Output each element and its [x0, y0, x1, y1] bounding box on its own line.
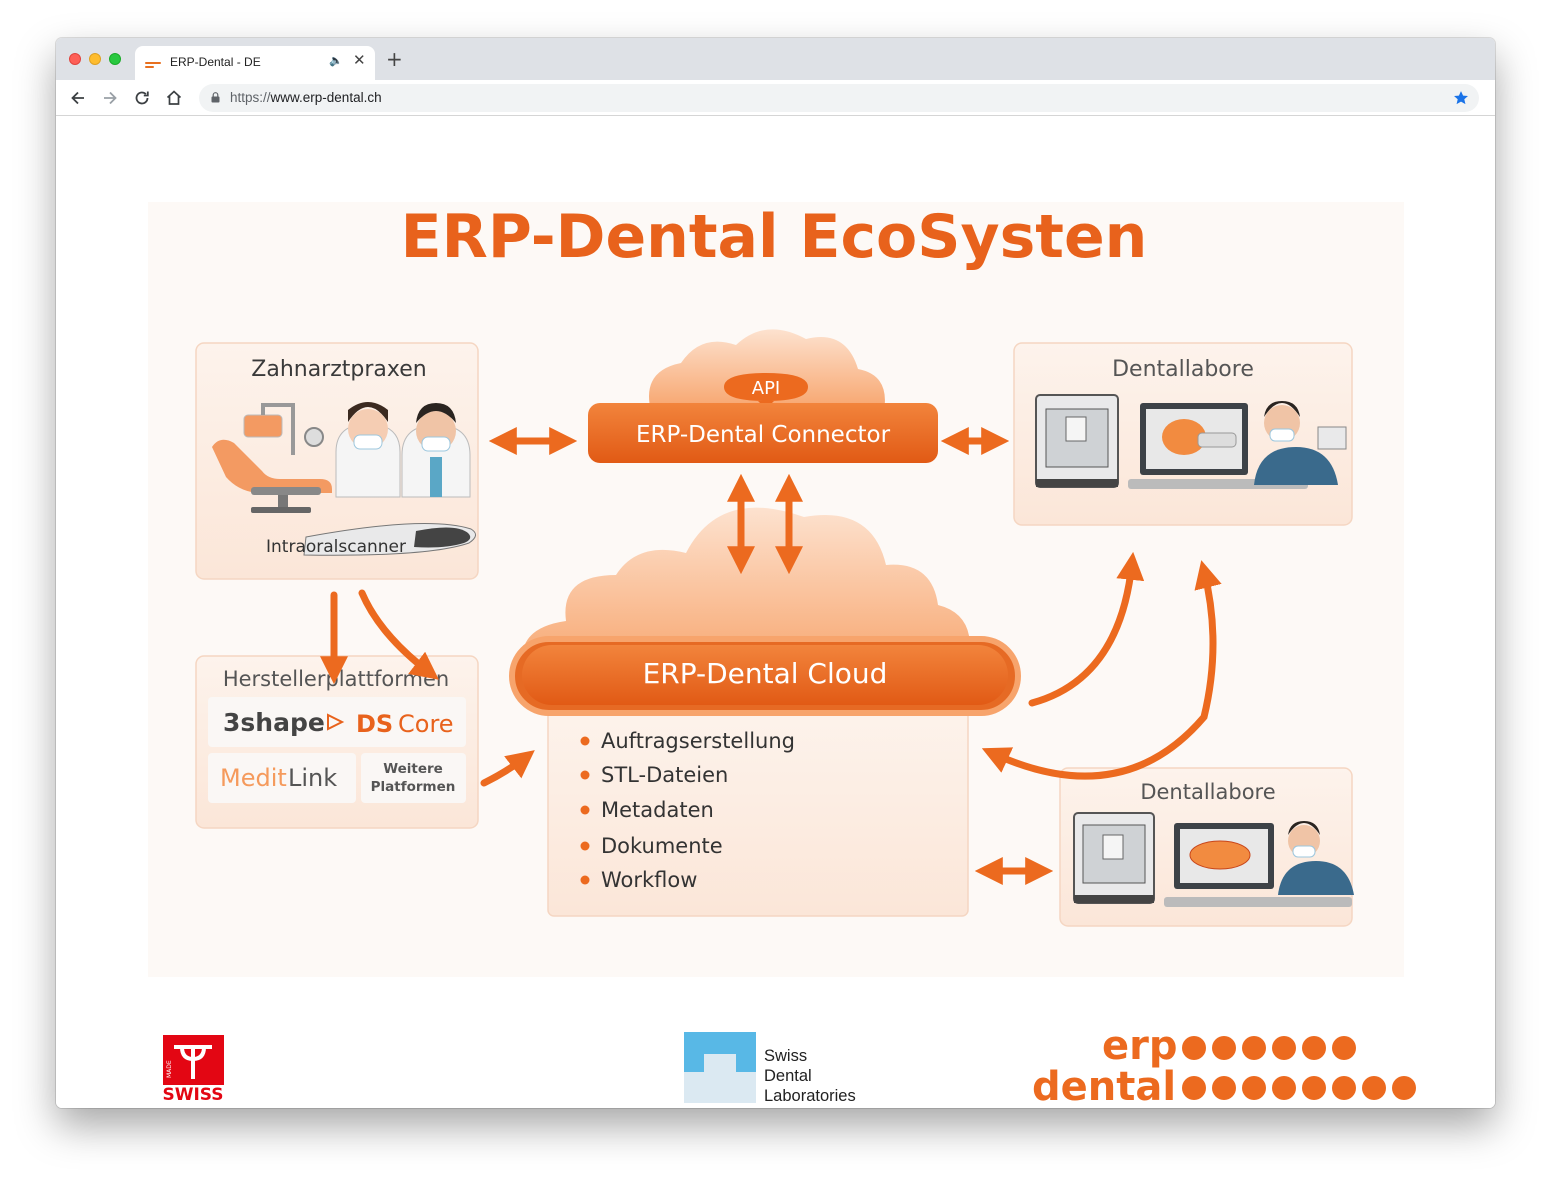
browser-tab-active[interactable]: ERP-Dental - DE 🔈 ✕	[135, 46, 375, 80]
connection-arrows	[320, 427, 1222, 885]
home-icon[interactable]	[164, 88, 184, 108]
dental-chair-icon	[212, 403, 332, 513]
brand-medit: Medit	[220, 764, 287, 792]
brand-3shape: 3shape	[223, 708, 325, 737]
dental-dots	[1182, 1076, 1416, 1100]
feature-item: Auftragserstellung	[601, 729, 795, 753]
erp-dental-connector: API ERP-Dental Connector	[588, 329, 938, 463]
brand-tile-weitere	[361, 753, 466, 803]
api-badge: API	[752, 378, 780, 399]
brand-ds: DS	[356, 710, 393, 738]
address-bar[interactable]: https://www.erp-dental.ch	[199, 84, 1479, 112]
erp-word: erp	[1102, 1023, 1178, 1069]
browser-window: ERP-Dental - DE 🔈 ✕ + https://www.erp-de…	[56, 38, 1495, 1108]
infographic-title: ERP-Dental EcoSysten	[401, 202, 1148, 272]
erp-dots	[1182, 1036, 1356, 1060]
milling-machine-icon	[1073, 812, 1155, 904]
url-text[interactable]: https://www.erp-dental.ch	[230, 90, 382, 105]
erp-dental-cloud: ERP-Dental Cloud	[509, 507, 1021, 716]
back-arrow-icon[interactable]	[68, 88, 88, 108]
minimize-window-button[interactable]	[89, 53, 101, 65]
sdl-line3: Laboratories	[764, 1087, 856, 1105]
arrow-cloud-labor-top-2	[981, 560, 1222, 780]
brand-link: Link	[288, 764, 337, 792]
dentallabore-top-panel: Dentallabore	[1013, 342, 1353, 526]
ecosystem-infographic: ERP-Dental EcoSysten Zahnarztpraxen	[148, 202, 1416, 1108]
brand-tile-medit	[208, 753, 356, 803]
brand-core: Core	[398, 710, 454, 738]
feature-list: Auftragserstellung STL-Dateien Metadaten…	[580, 729, 795, 892]
lock-icon[interactable]	[211, 92, 220, 103]
feature-item: Metadaten	[601, 798, 714, 822]
lab-computer-icon	[1128, 403, 1308, 489]
dentists-icon	[335, 402, 471, 498]
arrow-hersteller-cloud	[480, 750, 535, 787]
erp-dental-logo: erp dental	[1032, 1023, 1416, 1108]
maximize-window-button[interactable]	[109, 53, 121, 65]
3shape-triangle-icon	[327, 713, 345, 731]
tab-title: ERP-Dental - DE	[170, 55, 261, 69]
sdl-line2: Dental	[764, 1067, 812, 1085]
arrow-scanner-hersteller	[358, 589, 439, 680]
milling-machine-icon	[1035, 394, 1119, 488]
lab-computer-icon	[1164, 823, 1352, 907]
close-window-button[interactable]	[69, 53, 81, 65]
erp-dental-favicon-icon	[145, 62, 161, 68]
browser-toolbar: https://www.erp-dental.ch	[56, 80, 1495, 116]
zahnarztpraxen-panel: Zahnarztpraxen	[195, 342, 479, 580]
page-content: ERP-Dental EcoSysten Zahnarztpraxen	[56, 117, 1495, 1108]
connector-label: ERP-Dental Connector	[636, 422, 891, 448]
tab-close-icon[interactable]: ✕	[353, 51, 366, 69]
bookmark-star-icon[interactable]	[1452, 89, 1470, 107]
brand-tile-3shape	[208, 697, 466, 747]
dentallabore-top-title: Dentallabore	[1112, 357, 1254, 382]
made-swiss-logo: MADE SWISS	[162, 1035, 224, 1105]
new-tab-button[interactable]: +	[386, 47, 403, 71]
feature-item: STL-Dateien	[601, 763, 728, 787]
weitere-line2: Platformen	[371, 779, 456, 795]
lab-technician-icon	[1278, 821, 1354, 895]
intraoral-scanner-icon	[303, 523, 476, 556]
feature-item: Dokumente	[601, 834, 723, 858]
made-swiss-word: SWISS	[162, 1085, 223, 1105]
tab-strip: ERP-Dental - DE 🔈 ✕ +	[56, 38, 1495, 80]
cloud-label: ERP-Dental Cloud	[643, 657, 888, 690]
dental-word: dental	[1032, 1064, 1176, 1108]
forward-arrow-icon[interactable]	[100, 88, 120, 108]
weitere-line1: Weitere	[383, 761, 443, 777]
lab-technician-icon	[1254, 401, 1347, 485]
dentallabore-bottom-title: Dentallabore	[1140, 780, 1275, 804]
feature-item: Workflow	[601, 868, 697, 892]
speaker-icon[interactable]: 🔈	[329, 54, 343, 67]
sdl-line1: Swiss	[764, 1047, 807, 1065]
dentallabore-bottom-panel: Dentallabore	[1059, 767, 1354, 927]
connector-bar	[588, 403, 938, 463]
intraoralscanner-label: Intraoralscanner	[266, 537, 406, 557]
zahnarztpraxen-title: Zahnarztpraxen	[251, 357, 426, 382]
swiss-dental-laboratories-logo: Swiss Dental Laboratories	[684, 1032, 856, 1105]
herstellerplattformen-panel: Herstellerplattformen 3shape DS Core Med…	[195, 655, 479, 829]
reload-icon[interactable]	[132, 88, 152, 108]
made-swiss-small: MADE	[166, 1060, 173, 1078]
